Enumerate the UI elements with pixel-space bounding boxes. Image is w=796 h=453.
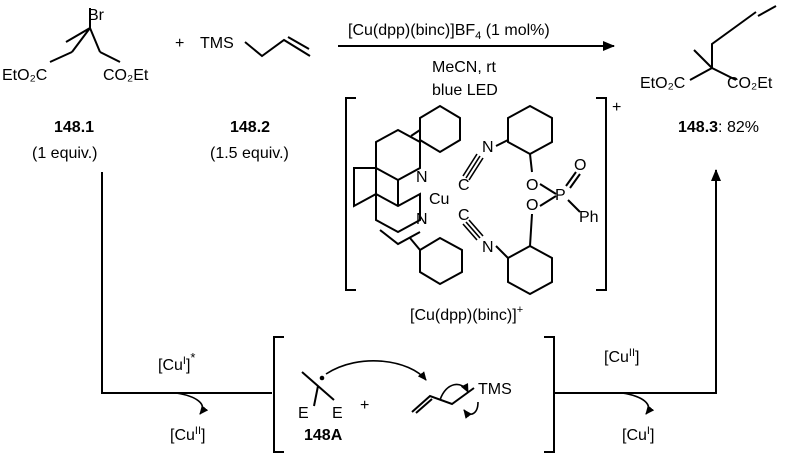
compound-id-148-2: 148.2 — [230, 119, 270, 136]
compound-id-148-1: 148.1 — [54, 119, 94, 136]
left-ester-label: EtO₂C — [2, 67, 47, 84]
right-cycle-line — [554, 169, 721, 394]
phenyl-label: Ph — [579, 209, 599, 226]
left-bottom-cu: [CuII] — [170, 425, 205, 444]
right-top-cu: [CuII] — [604, 347, 639, 366]
right-bracket — [596, 97, 607, 291]
catalyst-charge: + — [612, 99, 621, 116]
product-compound-id: 148.3: 82% — [678, 119, 759, 136]
product-left-ester: EtO₂C — [640, 75, 685, 92]
oxygen-bottom: O — [526, 197, 538, 214]
left-bracket — [345, 97, 356, 291]
intermediate-148a: E E + TMS 148A — [273, 336, 555, 453]
product-148-3: EtO₂C CO₂Et 148.3: 82% — [640, 5, 777, 136]
left-top-cu: [CuI]* — [158, 350, 195, 374]
right-ester-label: CO₂Et — [103, 67, 149, 84]
bromine-label: Br — [88, 7, 105, 24]
carbon-bottom: C — [458, 207, 470, 224]
ester-e-right: E — [332, 405, 343, 422]
plus-sign-reactants: + — [175, 35, 184, 52]
pi-bond-arrow — [439, 383, 469, 401]
oxygen-double: O — [574, 157, 586, 174]
intermediate-plus: + — [360, 397, 369, 414]
catalyst-structure: + N N Cu C C N N O O P O — [345, 97, 621, 324]
left-cycle-line — [101, 172, 272, 394]
catalyst-name: [Cu(dpp)(binc)]+ — [410, 304, 523, 324]
reactant-148-1: Br EtO₂C CO₂Et 148.1 (1 equiv.) — [2, 7, 149, 162]
right-bottom-cu: [CuI] — [622, 425, 654, 444]
isocyanide-n-bottom: N — [482, 239, 494, 256]
phosphorus: P — [555, 187, 566, 204]
right-cu-curve-arrow — [621, 392, 655, 415]
isocyanide-n-top: N — [482, 139, 494, 156]
solvent-condition: MeCN, rt — [432, 59, 497, 76]
ester-e-left: E — [298, 405, 309, 422]
intermediate-right-bracket — [544, 336, 555, 453]
catalyst-condition: [Cu(dpp)(binc)]BF4 (1 mol%) — [348, 22, 550, 42]
tms-label: TMS — [200, 35, 234, 52]
light-condition: blue LED — [432, 82, 498, 99]
radical-dot — [319, 375, 325, 381]
nitrogen-top: N — [416, 169, 428, 186]
equiv-148-1: (1 equiv.) — [32, 145, 98, 162]
left-cu-curve-arrow — [175, 392, 209, 415]
product-right-ester: CO₂Et — [727, 75, 773, 92]
equiv-148-2: (1.5 equiv.) — [210, 145, 289, 162]
nitrogen-bottom: N — [416, 211, 428, 228]
intermediate-left-bracket — [273, 336, 284, 453]
radical-attack-arrow — [325, 360, 427, 381]
silyl-loss-arrow — [463, 401, 479, 419]
copper-center: Cu — [429, 191, 449, 208]
reactant-148-2: TMS 148.2 (1.5 equiv.) — [200, 35, 311, 162]
intermediate-tms: TMS — [478, 381, 512, 398]
oxygen-top: O — [526, 177, 538, 194]
carbon-top: C — [458, 177, 470, 194]
intermediate-compound-id: 148A — [304, 427, 343, 444]
